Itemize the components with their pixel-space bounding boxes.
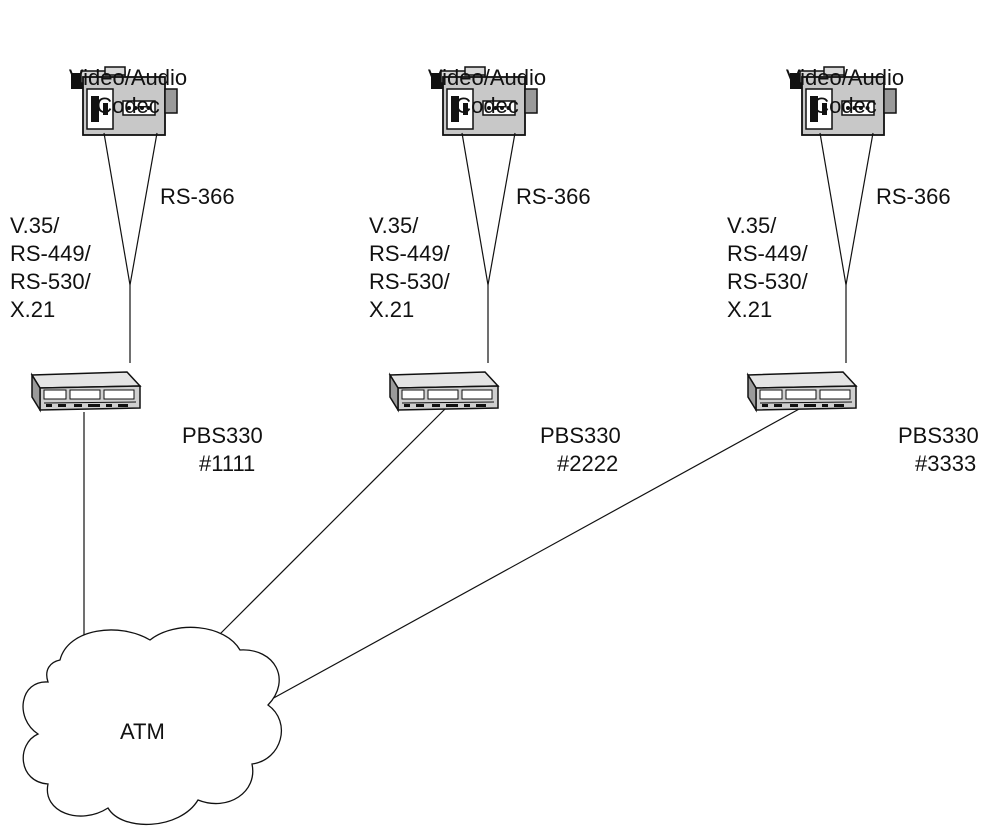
- interface-label-right-1: RS-366: [160, 184, 235, 209]
- atm-cloud-icon: [22, 626, 283, 826]
- atm-label: ATM: [120, 719, 165, 744]
- atm-link-3: [269, 407, 802, 701]
- interface-label-left-1: V.35/RS-449/RS-530/X.21: [10, 213, 91, 322]
- atm-link-2: [219, 407, 447, 635]
- interface-label-left-3: V.35/RS-449/RS-530/X.21: [727, 213, 808, 322]
- interface-label-left-2: V.35/RS-449/RS-530/X.21: [369, 213, 450, 322]
- interface-label-right-3: RS-366: [876, 184, 951, 209]
- interface-label-right-2: RS-366: [516, 184, 591, 209]
- device-label-2: PBS330#2222: [540, 423, 621, 476]
- device-label-1: PBS330#1111: [182, 423, 263, 476]
- device-label-3: PBS330#3333: [898, 423, 979, 476]
